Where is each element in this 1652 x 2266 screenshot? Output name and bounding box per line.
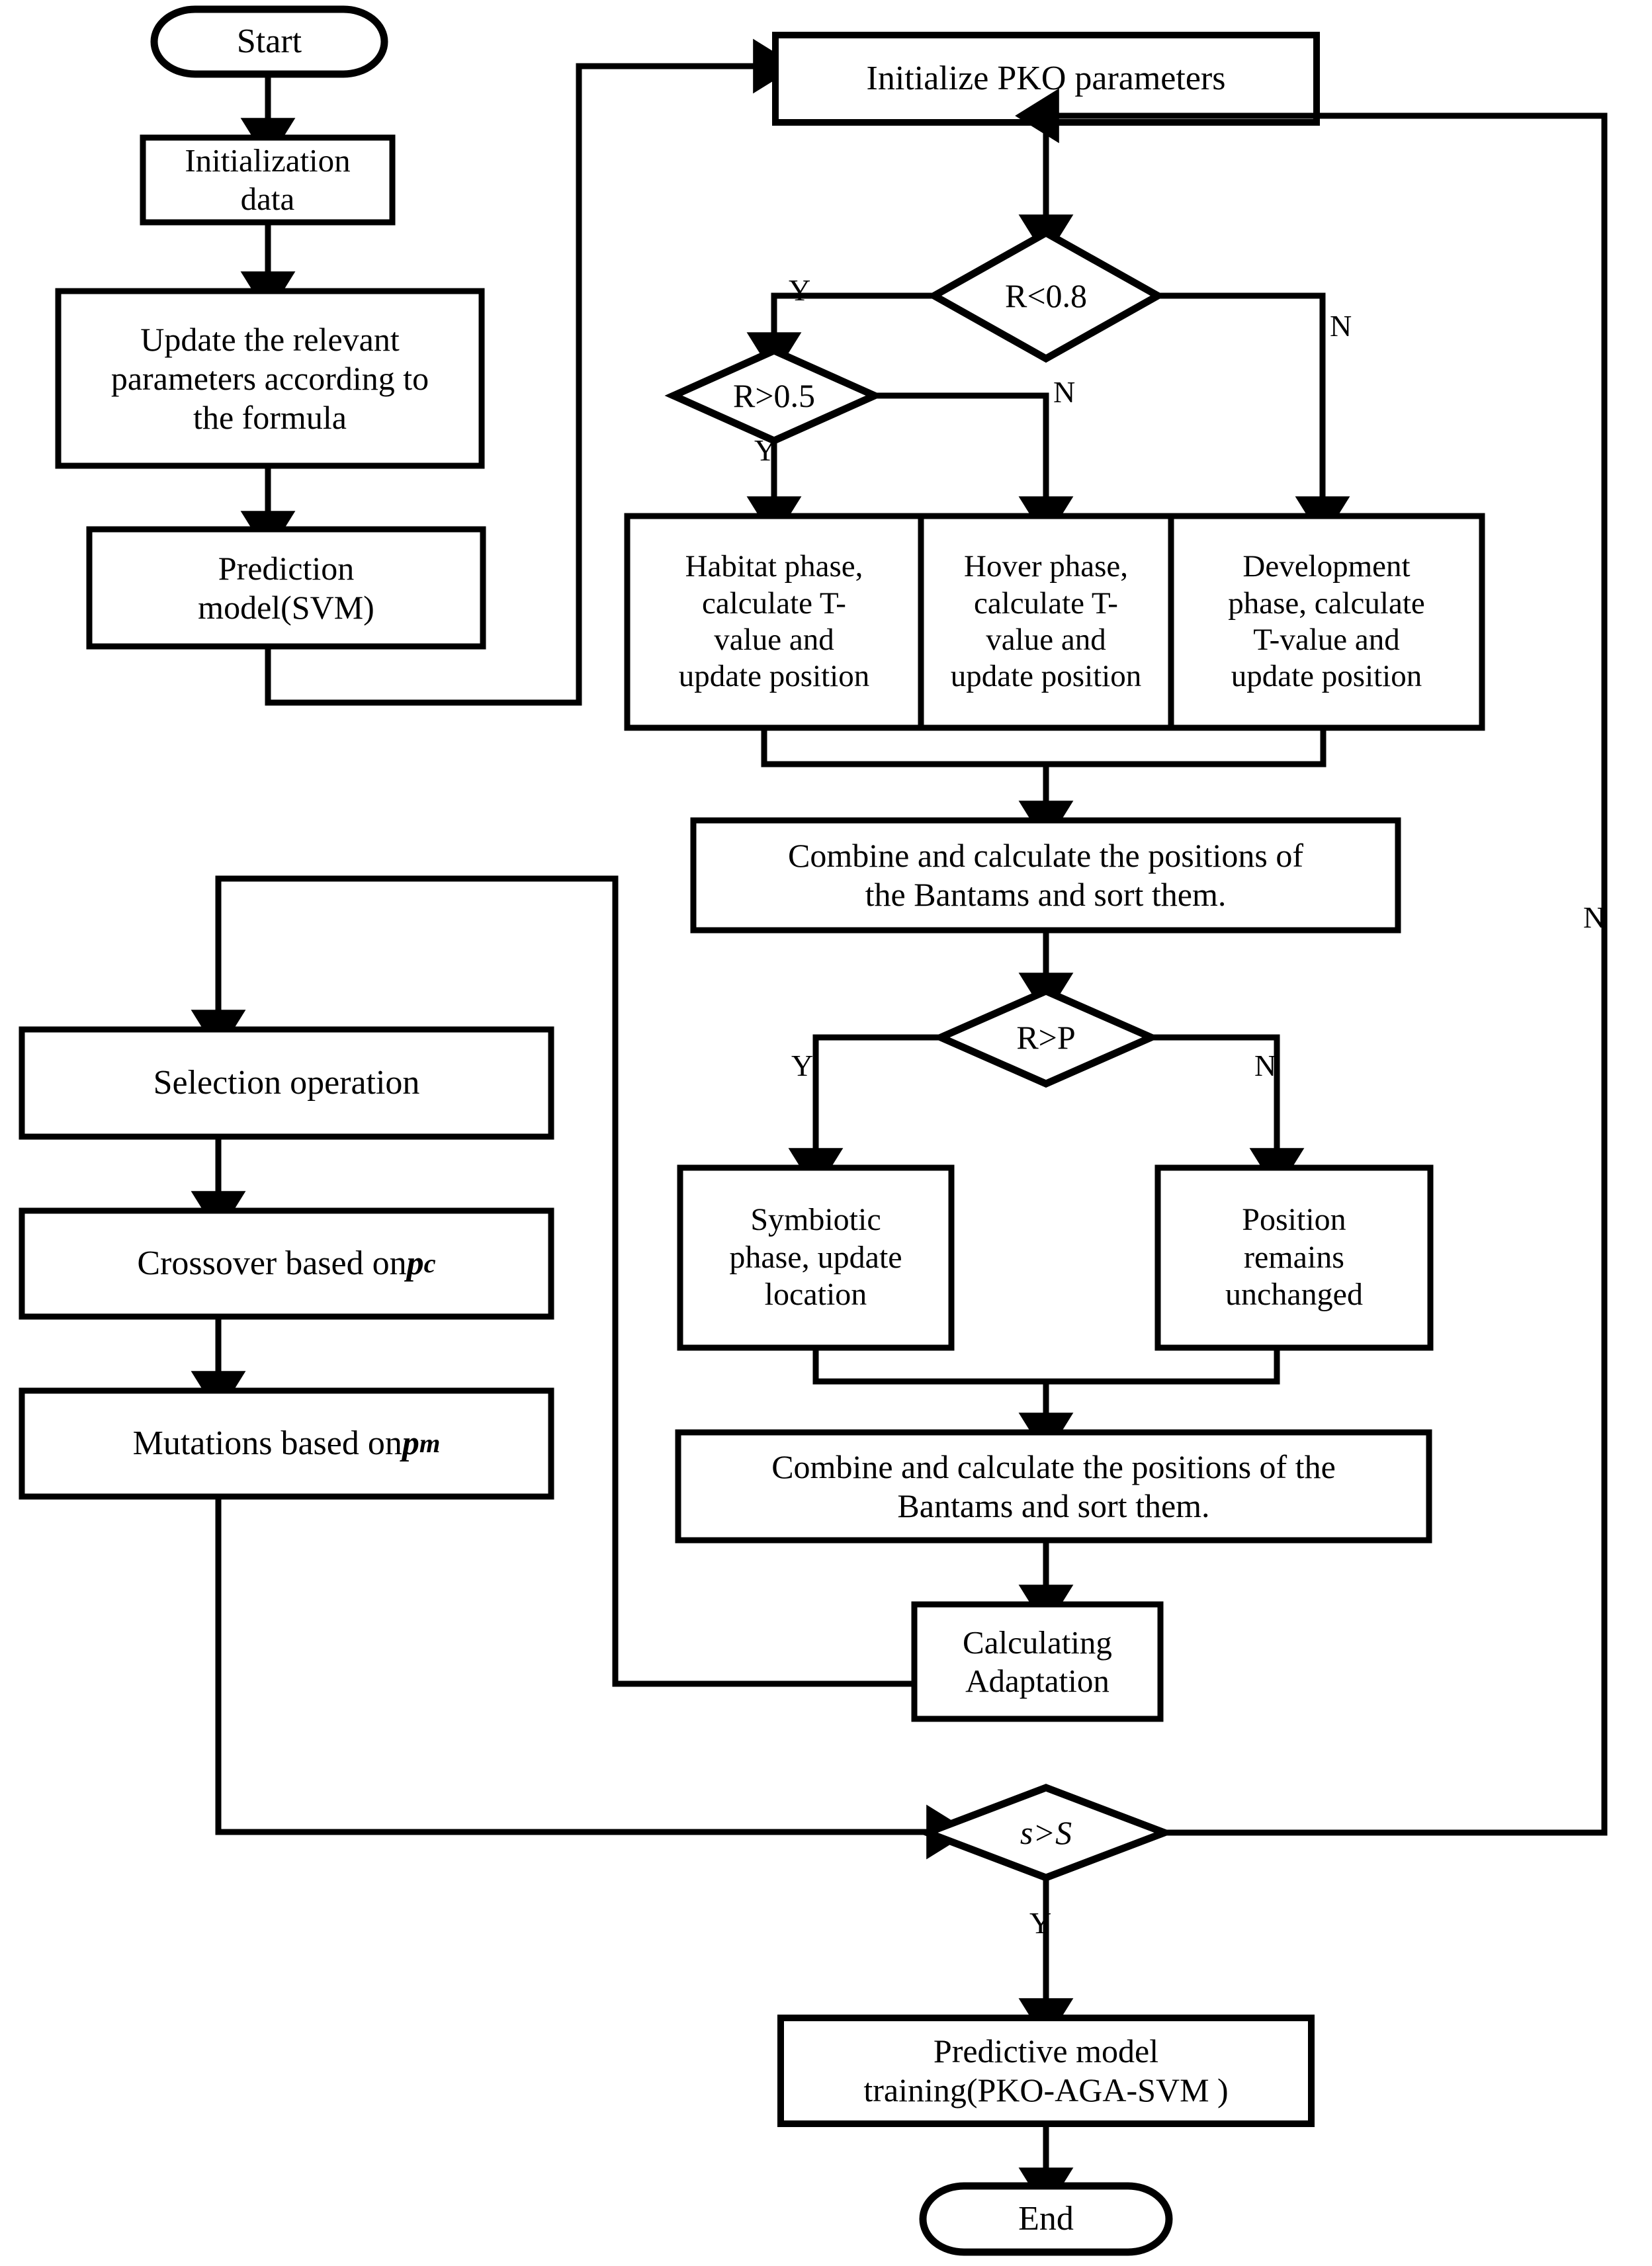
development-phase-shape <box>1168 513 1485 731</box>
decision-r05-shape <box>664 346 884 445</box>
edge-label-r08-yes: Y <box>789 273 811 307</box>
edge-label-sS-yes: Y <box>1029 1906 1052 1940</box>
selection-operation-shape <box>19 1026 554 1140</box>
edge-label-rp-no: N <box>1254 1049 1277 1082</box>
combine-sort-2-shape <box>675 1429 1432 1544</box>
habitat-phase-shape <box>624 513 924 731</box>
predictive-training-shape <box>777 2015 1315 2127</box>
edge-label-sS-no: N <box>1583 900 1606 934</box>
initialization-data-shape <box>140 134 396 226</box>
symbiotic-phase-shape <box>677 1164 955 1351</box>
decision-rp-shape <box>932 986 1160 1088</box>
calculating-adaptation-shape <box>911 1601 1164 1722</box>
initialize-pko-shape <box>772 32 1320 126</box>
end-terminator-shape <box>919 2182 1173 2256</box>
crossover-shape <box>19 1207 554 1320</box>
edge-label-r05-yes: Y <box>754 433 777 467</box>
position-unchanged-shape <box>1154 1164 1434 1351</box>
update-parameters-shape <box>55 288 485 469</box>
mutations-shape <box>19 1387 554 1500</box>
edge-label-rp-yes: Y <box>791 1049 814 1082</box>
prediction-model-shape <box>86 526 486 650</box>
edge-label-r05-no: N <box>1053 375 1076 409</box>
start-terminator-shape <box>150 5 388 78</box>
edge-label-r08-no: N <box>1330 309 1352 343</box>
decision-sS-shape <box>917 1784 1175 1882</box>
decision-r08-shape <box>926 228 1166 363</box>
hover-phase-shape <box>918 513 1174 731</box>
combine-sort-1-shape <box>690 817 1401 934</box>
